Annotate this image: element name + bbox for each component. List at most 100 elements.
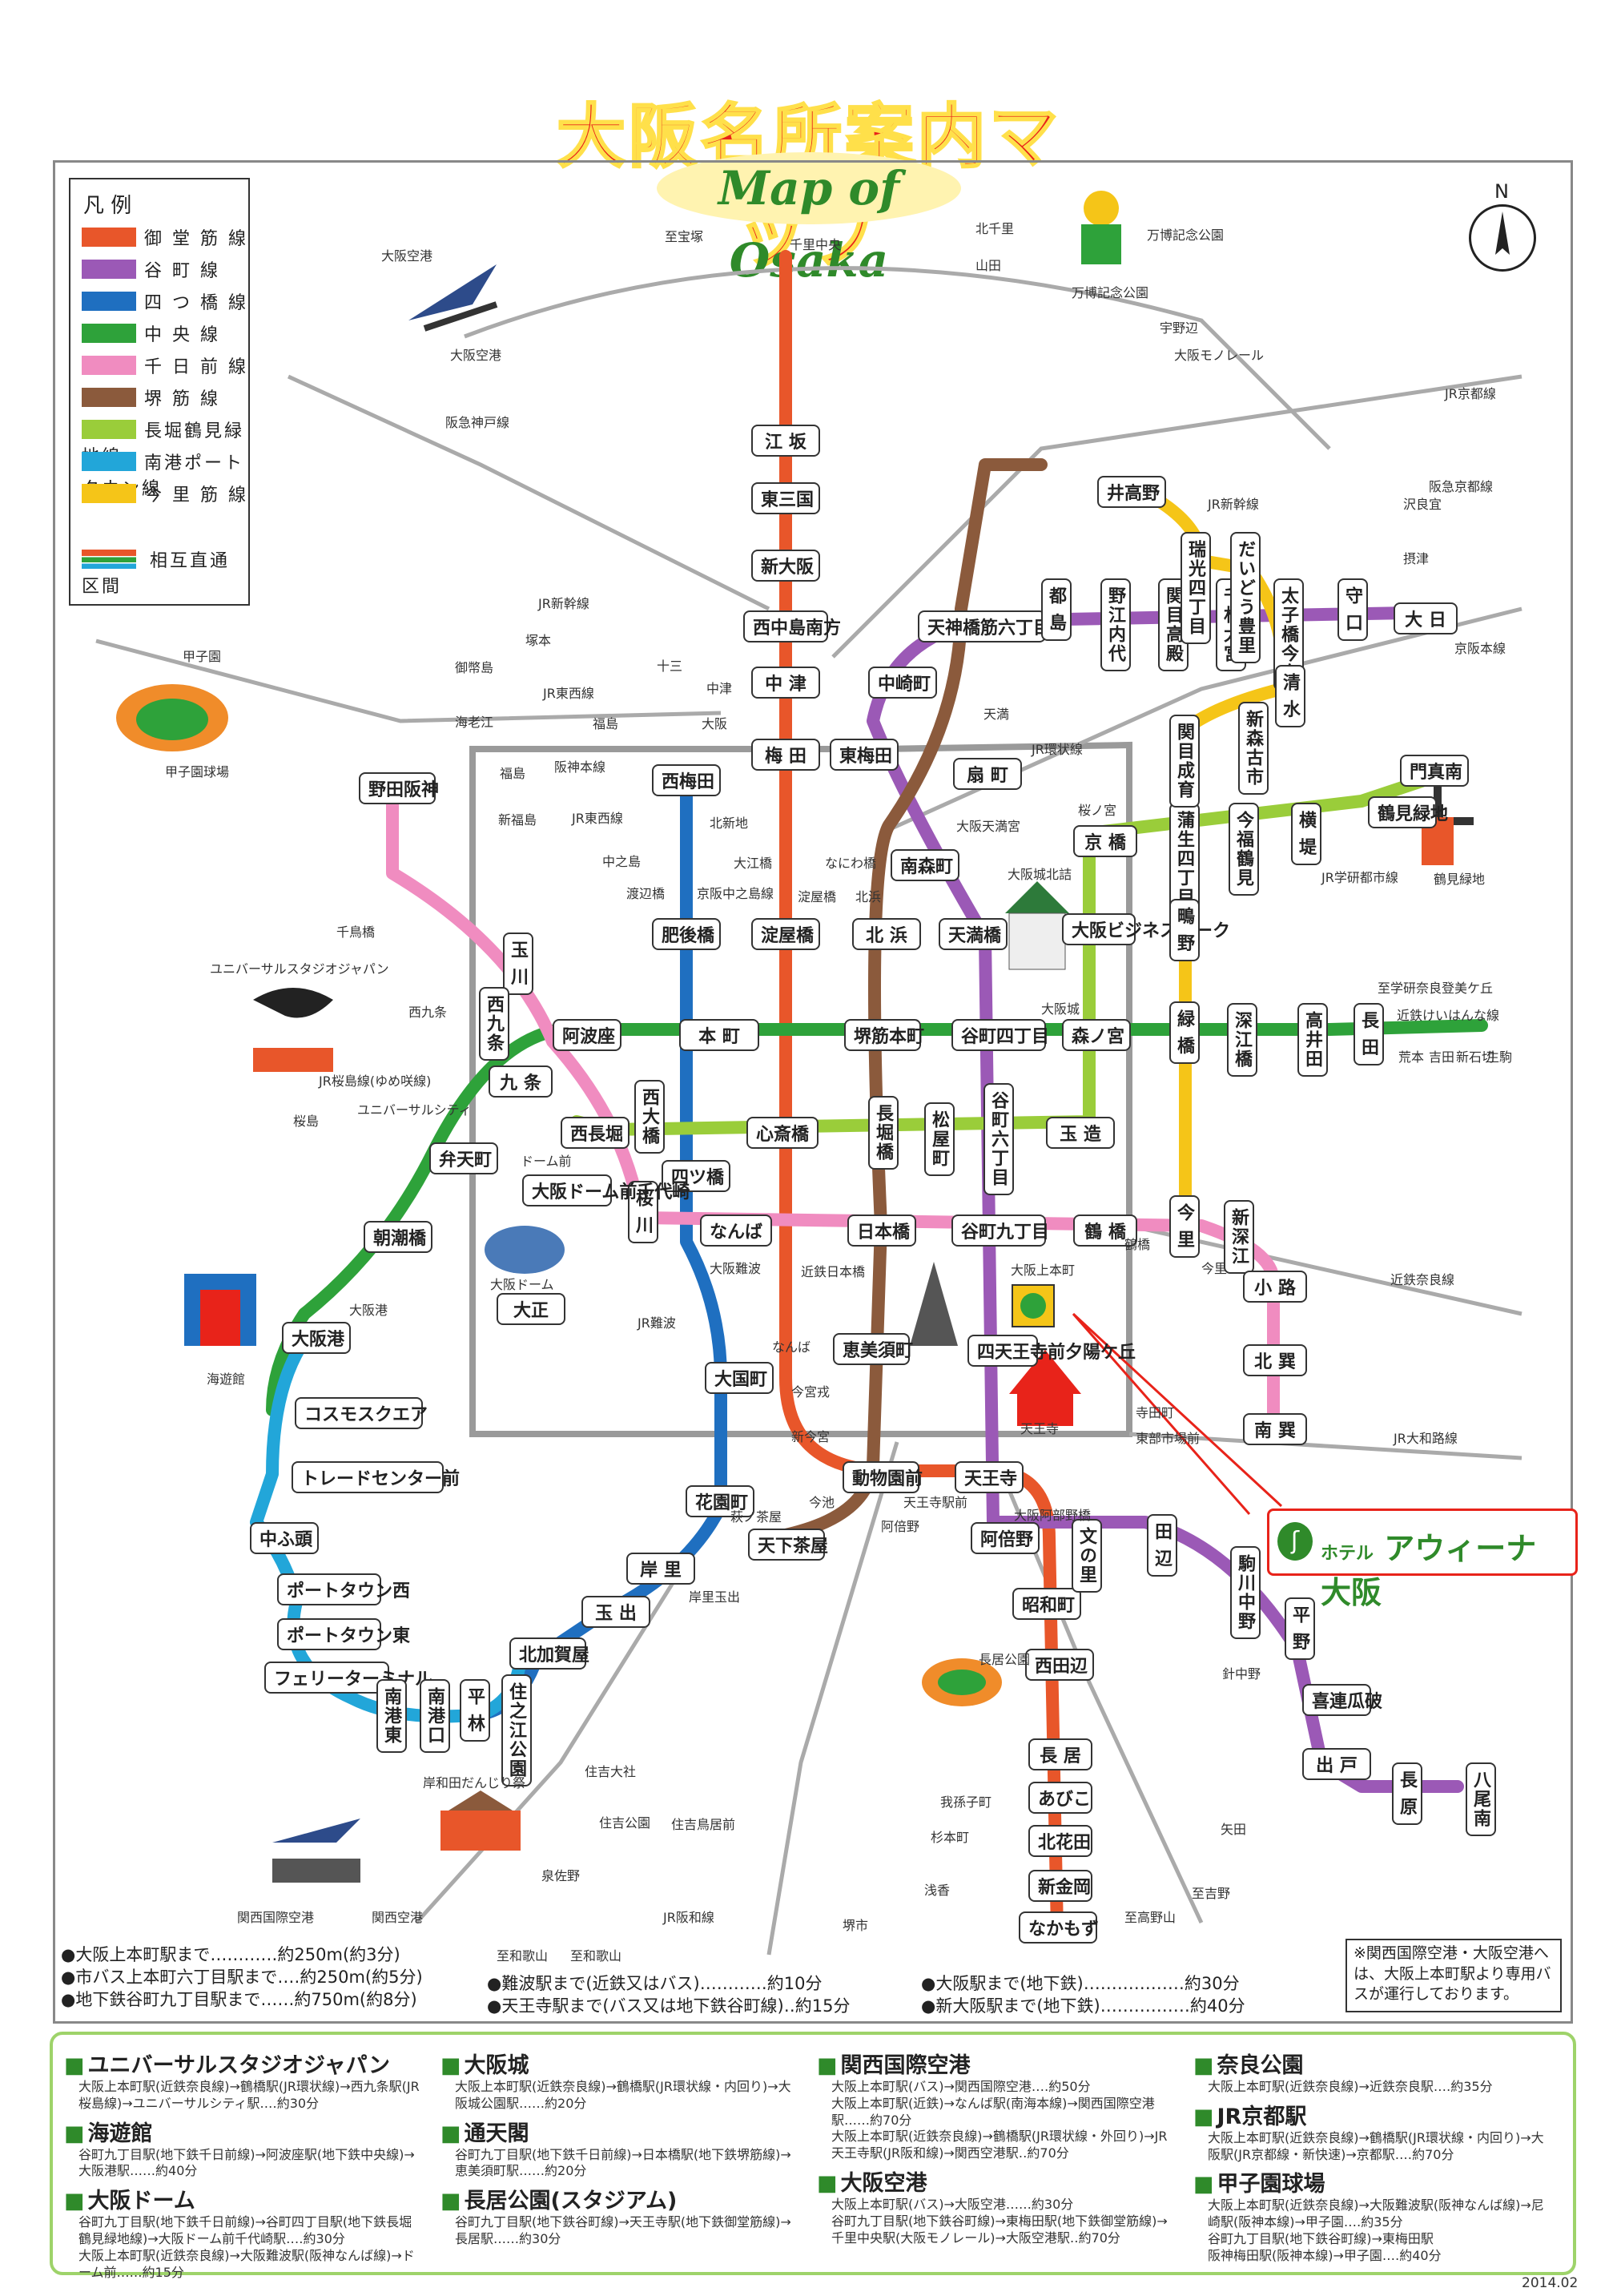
station-label[interactable]: 鶴見緑地 <box>1368 796 1448 828</box>
station-label[interactable]: 平 林 <box>460 1679 490 1742</box>
station-label[interactable]: 南 巽 <box>1243 1413 1307 1445</box>
station-label[interactable]: 阿倍野 <box>971 1522 1040 1554</box>
station-label[interactable]: 梅 田 <box>751 739 820 771</box>
station-label[interactable]: 瑞光四丁目 <box>1181 532 1211 644</box>
station-label[interactable]: 中崎町 <box>868 667 937 699</box>
station-label[interactable]: 出 戸 <box>1302 1748 1371 1780</box>
station-label[interactable]: トレードセンター前 <box>292 1461 460 1493</box>
station-label[interactable]: 長堀橋 <box>868 1096 899 1170</box>
station-label[interactable]: 谷町六丁目 <box>983 1083 1014 1195</box>
station-label[interactable]: 天王寺 <box>955 1461 1024 1493</box>
station-label[interactable]: 関目成育 <box>1169 715 1200 808</box>
station-label[interactable]: 九 条 <box>489 1065 553 1098</box>
station-label[interactable]: 大国町 <box>705 1362 774 1394</box>
station-label[interactable]: 門真南 <box>1400 755 1469 787</box>
station-label[interactable]: 西九条 <box>479 987 509 1061</box>
station-label[interactable]: ポートタウン西 <box>277 1573 410 1605</box>
station-label[interactable]: 心斎橋 <box>746 1117 819 1149</box>
station-label[interactable]: 住之江公園 <box>501 1674 532 1786</box>
station-label[interactable]: 四ツ橋 <box>662 1160 730 1192</box>
station-label[interactable]: 淀屋橋 <box>751 918 820 950</box>
station-label[interactable]: フェリーターミナル <box>264 1662 432 1694</box>
station-label[interactable]: 肥後橋 <box>652 918 721 950</box>
station-label[interactable]: 西長堀 <box>561 1117 629 1149</box>
station-label[interactable]: 玉 出 <box>581 1596 650 1628</box>
station-label[interactable]: 玉 川 <box>503 932 533 995</box>
station-label[interactable]: 鴫 野 <box>1169 899 1200 961</box>
station-label[interactable]: 北 浜 <box>852 918 921 950</box>
station-label[interactable]: 新大阪 <box>751 550 820 582</box>
station-label[interactable]: 弁天町 <box>429 1142 498 1174</box>
station-label[interactable]: 都 島 <box>1041 578 1072 641</box>
station-label[interactable]: 動物園前 <box>843 1461 923 1493</box>
station-label[interactable]: 天神橋筋六丁目 <box>918 610 1051 642</box>
station-label[interactable]: 岸 里 <box>626 1553 695 1585</box>
station-label[interactable]: 野江内代 <box>1100 578 1131 671</box>
station-label[interactable]: 四天王寺前夕陽ケ丘 <box>967 1335 1136 1367</box>
station-label[interactable]: 扇 町 <box>953 758 1022 790</box>
station-label[interactable]: 大阪ビジネスパーク <box>1062 913 1230 945</box>
station-label[interactable]: なんば <box>700 1214 772 1247</box>
station-label[interactable]: 恵美須町 <box>833 1333 913 1365</box>
station-label[interactable]: 堺筋本町 <box>844 1019 924 1051</box>
station-label[interactable]: 谷町四丁目 <box>951 1019 1049 1051</box>
station-label[interactable]: 中 津 <box>751 667 820 699</box>
station-label[interactable]: あびこ <box>1028 1782 1092 1814</box>
station-label[interactable]: 玉 造 <box>1046 1117 1115 1149</box>
station-label[interactable]: 南港東 <box>376 1679 407 1753</box>
station-label[interactable]: 小 路 <box>1243 1271 1307 1303</box>
station-label[interactable]: 西田辺 <box>1025 1649 1094 1681</box>
station-label[interactable]: だいどう豊里 <box>1230 532 1261 663</box>
station-label[interactable]: 松屋町 <box>924 1102 955 1176</box>
station-label[interactable]: 天満橋 <box>939 918 1008 950</box>
station-label[interactable]: 大 日 <box>1394 602 1458 634</box>
station-label[interactable]: 新森古市 <box>1238 702 1269 795</box>
station-label[interactable]: 谷町九丁目 <box>951 1214 1049 1247</box>
station-label[interactable]: 北 巽 <box>1243 1344 1307 1376</box>
station-label[interactable]: 文の里 <box>1072 1519 1102 1593</box>
station-label[interactable]: 京 橋 <box>1073 825 1137 857</box>
station-label[interactable]: 大阪港 <box>282 1322 351 1354</box>
station-label[interactable]: 北加賀屋 <box>509 1637 589 1670</box>
station-label[interactable]: ポートタウン東 <box>277 1618 410 1650</box>
station-label[interactable]: 大正 <box>497 1293 565 1325</box>
station-label[interactable]: 長 田 <box>1354 1003 1384 1065</box>
station-label[interactable]: 桜 川 <box>628 1181 658 1243</box>
station-label[interactable]: コスモスクエア <box>295 1397 428 1429</box>
station-label[interactable]: 日本橋 <box>847 1214 916 1247</box>
station-label[interactable]: 中ふ頭 <box>250 1522 319 1554</box>
station-label[interactable]: 新深江 <box>1224 1200 1254 1274</box>
station-label[interactable]: 深江橋 <box>1227 1003 1257 1077</box>
station-label[interactable]: 花園町 <box>686 1485 754 1517</box>
station-label[interactable]: 緑 橋 <box>1169 1001 1200 1064</box>
station-label[interactable]: 平 野 <box>1285 1597 1315 1660</box>
hotel-callout[interactable]: ʃ ホテル アウィーナ 大阪 <box>1267 1509 1578 1610</box>
station-label[interactable]: 井高野 <box>1097 476 1166 508</box>
station-label[interactable]: 大阪ドーム前千代崎 <box>522 1174 690 1206</box>
station-label[interactable]: 西大橋 <box>634 1080 665 1154</box>
station-label[interactable]: 長 居 <box>1028 1738 1092 1770</box>
station-label[interactable]: 森ノ宮 <box>1062 1019 1131 1051</box>
station-label[interactable]: 喜連瓜破 <box>1302 1684 1382 1716</box>
station-label[interactable]: 野田阪神 <box>359 772 439 804</box>
station-label[interactable]: なかもず <box>1019 1911 1099 1944</box>
station-label[interactable]: 南港口 <box>420 1679 450 1753</box>
station-label[interactable]: 駒川中野 <box>1230 1546 1261 1639</box>
station-label[interactable]: 東梅田 <box>830 739 899 771</box>
station-label[interactable]: 南森町 <box>891 849 959 881</box>
station-label[interactable]: 八尾南 <box>1466 1762 1496 1836</box>
station-label[interactable]: 今 里 <box>1169 1195 1200 1258</box>
station-label[interactable]: 清 水 <box>1275 665 1305 727</box>
station-label[interactable]: 田 辺 <box>1147 1514 1177 1577</box>
station-label[interactable]: 蒲生四丁目 <box>1169 803 1200 915</box>
station-label[interactable]: 西中島南方 <box>743 610 841 642</box>
station-label[interactable]: 天下茶屋 <box>748 1529 828 1561</box>
station-label[interactable]: 東三国 <box>751 482 820 514</box>
station-label[interactable]: 鶴 橋 <box>1073 1214 1137 1247</box>
station-label[interactable]: 新金岡 <box>1028 1870 1092 1902</box>
station-label[interactable]: 本 町 <box>679 1019 759 1051</box>
station-label[interactable]: 今福鶴見 <box>1229 803 1259 896</box>
station-label[interactable]: 朝潮橋 <box>364 1221 432 1253</box>
station-label[interactable]: 阿波座 <box>553 1019 621 1051</box>
station-label[interactable]: 西梅田 <box>652 764 721 796</box>
